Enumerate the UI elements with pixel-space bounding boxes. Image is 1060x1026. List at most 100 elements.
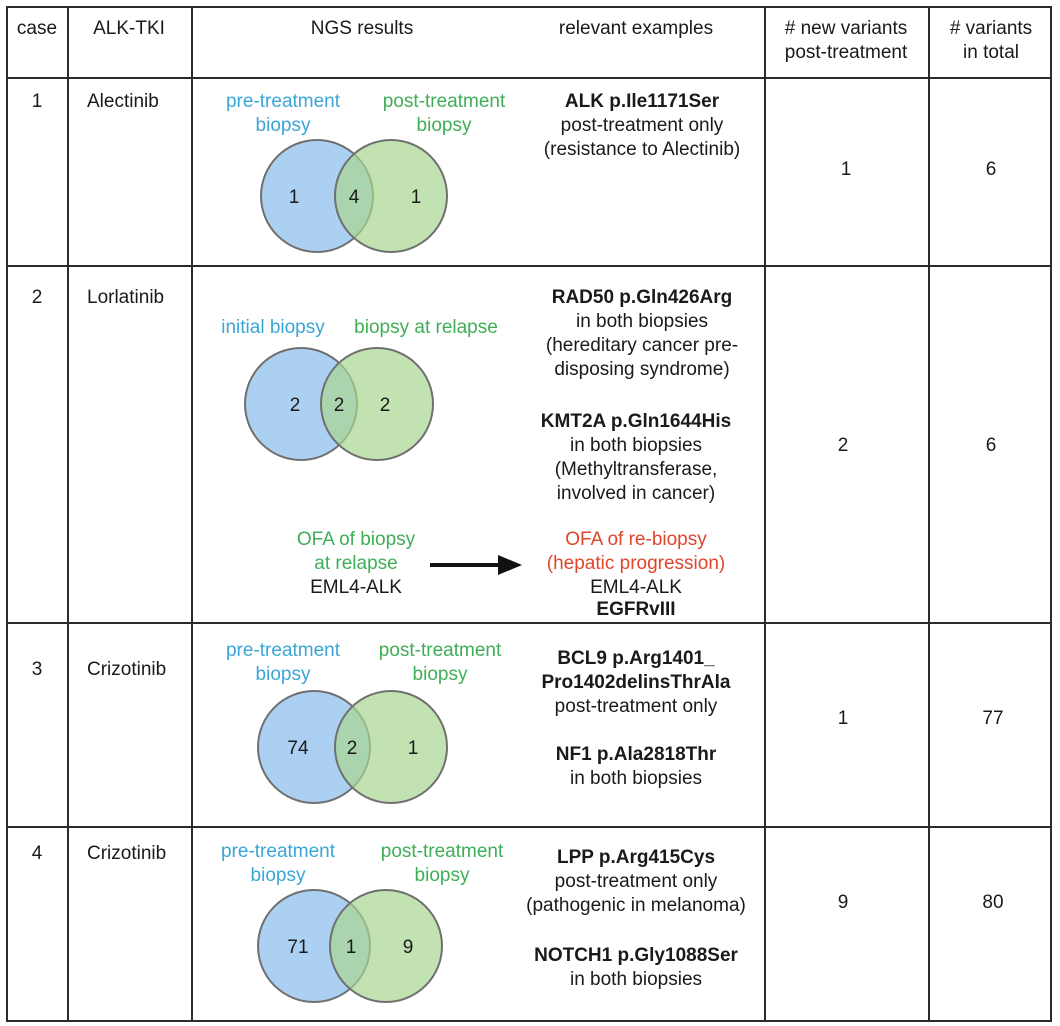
venn-overlap-count: 4 — [349, 187, 360, 208]
venn-right-label-line-2: biopsy — [416, 115, 472, 136]
venn-diagram: 74 2 1 — [257, 690, 448, 804]
venn-overlap-count: 2 — [347, 738, 358, 759]
venn-left-count: 71 — [287, 937, 308, 958]
header-relevant-examples: relevant examples — [558, 18, 714, 39]
example-variant: LPP p.Arg415Cys — [556, 847, 716, 868]
example-variant: RAD50 p.Gln426Arg — [551, 287, 733, 308]
example-variant: ALK p.Ile1171Ser — [564, 91, 720, 112]
example-note: in both biopsies — [569, 768, 703, 789]
venn-left-label: initial biopsy — [221, 317, 325, 338]
venn-right-count: 1 — [411, 187, 422, 208]
alk-tki-name: Crizotinib — [87, 843, 167, 864]
example-note: (hereditary cancer pre- — [545, 335, 739, 356]
case-number: 1 — [31, 91, 43, 112]
ofa-target-result-bold: EGFRvIII — [596, 599, 676, 620]
row-divider-2 — [6, 622, 1052, 624]
venn-diagram: 71 1 9 — [257, 889, 443, 1003]
venn-right-circle — [334, 139, 448, 253]
example-note: (Methyltransferase, — [554, 459, 718, 480]
venn-right-circle — [334, 690, 448, 804]
example-note: in both biopsies — [569, 969, 703, 990]
example-variant: NF1 p.Ala2818Thr — [555, 744, 717, 765]
total-variants-count: 6 — [985, 435, 997, 456]
ofa-target-result: EML4-ALK — [590, 577, 682, 598]
venn-left-label-line-2: biopsy — [255, 664, 311, 685]
venn-right-count: 1 — [408, 738, 419, 759]
venn-right-label-line-1: post-treatment — [382, 91, 506, 112]
venn-left-label-line-1: pre-treatment — [220, 841, 336, 862]
example-note: disposing syndrome) — [554, 359, 730, 380]
arrow-head — [498, 555, 522, 575]
venn-overlap-count: 2 — [334, 395, 345, 416]
row-divider-1 — [6, 265, 1052, 267]
venn-right-label-line-2: biopsy — [412, 664, 468, 685]
alk-tki-name: Lorlatinib — [87, 287, 165, 308]
venn-left-label-line-2: biopsy — [250, 865, 306, 886]
header-case: case — [16, 18, 58, 39]
venn-left-count: 1 — [289, 187, 300, 208]
example-variant-line-2: Pro1402delinsThrAla — [541, 672, 731, 693]
example-note: in both biopsies — [575, 311, 709, 332]
ofa-source-label-line-2: at relapse — [314, 553, 398, 574]
example-variant-line-1: BCL9 p.Arg1401_ — [557, 648, 715, 669]
total-variants-count: 80 — [982, 892, 1004, 913]
header-new-variants-line-2: post-treatment — [784, 42, 908, 63]
col-divider-3 — [764, 6, 766, 1021]
table-border-bottom — [6, 1020, 1052, 1022]
total-variants-count: 6 — [985, 159, 997, 180]
example-variant: KMT2A p.Gln1644His — [540, 411, 732, 432]
header-total-variants-line-1: # variants — [949, 18, 1033, 39]
venn-right-label-line-1: post-treatment — [378, 640, 502, 661]
col-divider-4 — [928, 6, 930, 1021]
ofa-target-label-line-1: OFA of re-biopsy — [565, 529, 707, 550]
example-note: in both biopsies — [569, 435, 703, 456]
table-border-left — [6, 6, 8, 1021]
new-variants-count: 9 — [837, 892, 849, 913]
alk-tki-name: Alectinib — [87, 91, 159, 112]
venn-right-circle — [320, 347, 434, 461]
venn-right-label-line-2: biopsy — [414, 865, 470, 886]
header-total-variants-line-2: in total — [963, 42, 1019, 63]
venn-left-count: 2 — [290, 395, 301, 416]
case-number: 3 — [31, 659, 43, 680]
header-alk-tki: ALK-TKI — [93, 18, 165, 39]
alk-tki-name: Crizotinib — [87, 659, 167, 680]
case-number: 4 — [31, 843, 43, 864]
ofa-source-result: EML4-ALK — [310, 577, 402, 598]
example-note: (pathogenic in melanoma) — [526, 895, 746, 916]
example-variant: NOTCH1 p.Gly1088Ser — [534, 945, 738, 966]
venn-right-count: 2 — [380, 395, 391, 416]
table-border-right — [1050, 6, 1052, 1021]
arrow-icon — [430, 555, 522, 575]
venn-diagram: 2 2 2 — [244, 347, 434, 461]
col-divider-1 — [67, 6, 69, 1021]
header-new-variants-line-1: # new variants — [784, 18, 908, 39]
header-divider — [6, 77, 1052, 79]
venn-diagram: 1 4 1 — [260, 139, 448, 253]
col-divider-2 — [191, 6, 193, 1021]
venn-left-label-line-1: pre-treatment — [225, 91, 341, 112]
total-variants-count: 77 — [982, 708, 1004, 729]
venn-left-label-line-2: biopsy — [255, 115, 311, 136]
venn-right-label: biopsy at relapse — [354, 317, 498, 338]
venn-right-circle — [329, 889, 443, 1003]
new-variants-count: 1 — [837, 708, 849, 729]
venn-left-label-line-1: pre-treatment — [225, 640, 341, 661]
example-note: post-treatment only — [560, 115, 724, 136]
example-note: post-treatment only — [554, 696, 718, 717]
venn-left-count: 74 — [287, 738, 309, 759]
venn-overlap-count: 1 — [346, 937, 357, 958]
venn-right-count: 9 — [403, 937, 414, 958]
new-variants-count: 1 — [840, 159, 852, 180]
header-ngs-results: NGS results — [310, 18, 414, 39]
case-number: 2 — [31, 287, 43, 308]
example-note: post-treatment only — [554, 871, 718, 892]
table-border-top — [6, 6, 1052, 8]
row-divider-3 — [6, 826, 1052, 828]
venn-right-label-line-1: post-treatment — [380, 841, 504, 862]
new-variants-count: 2 — [837, 435, 849, 456]
ofa-source-label-line-1: OFA of biopsy — [296, 529, 416, 550]
example-note: involved in cancer) — [556, 483, 716, 504]
example-note: (resistance to Alectinib) — [543, 139, 741, 160]
